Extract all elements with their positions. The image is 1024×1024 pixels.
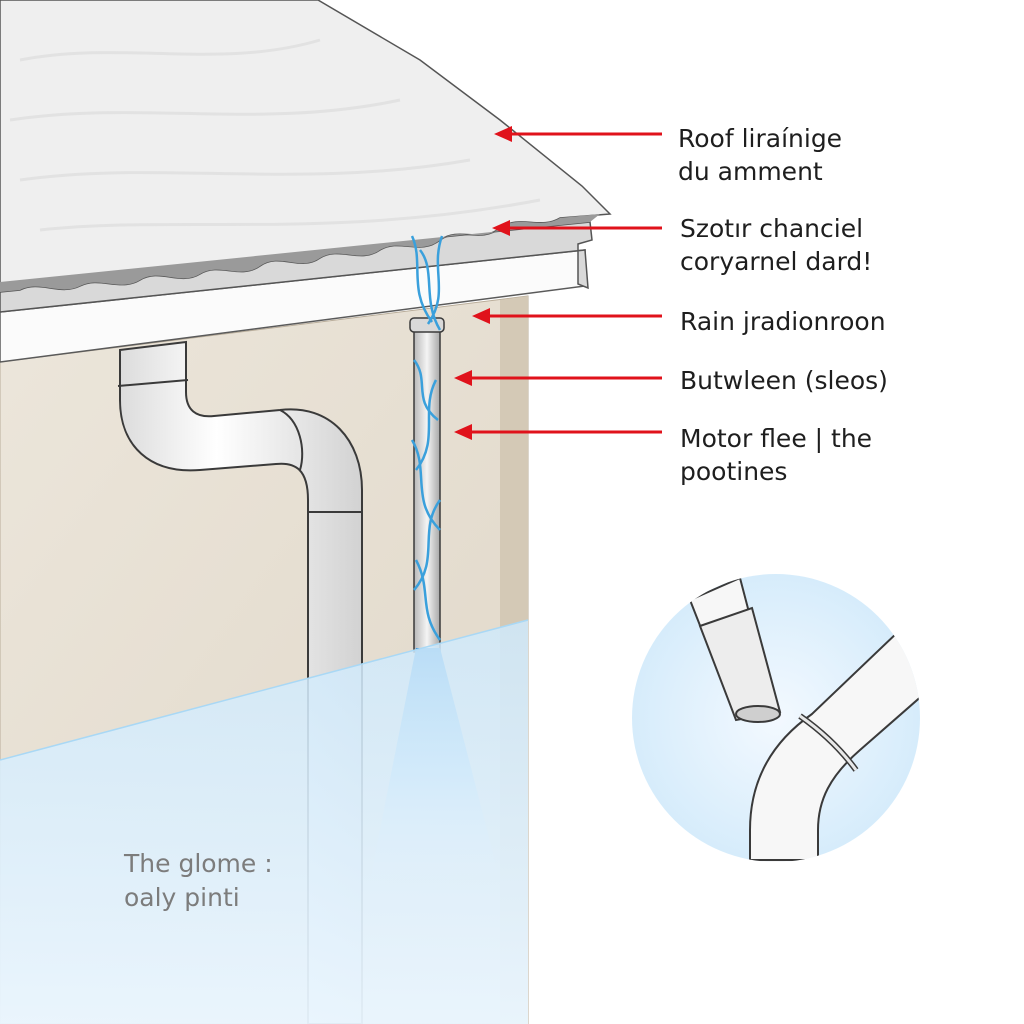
water-streams: [410, 235, 444, 641]
label-motor-line2: pootines: [680, 457, 788, 486]
label-between-line1: Butwleen (sleos): [680, 366, 888, 395]
arrow-between: [454, 370, 662, 386]
roof-texture: [9, 38, 541, 232]
label-between: Butwleen (sleos): [680, 364, 888, 397]
label-gutter: Szotır chanciel coryarnel dard!: [680, 212, 872, 278]
arrow-gutter: [492, 220, 662, 236]
arrow-roof: [494, 126, 662, 142]
label-roof: Roof liraínige du amment: [678, 122, 842, 188]
label-motor-line1: Motor flee | the: [680, 424, 873, 453]
pipe-joint-detail-icon: [632, 574, 920, 862]
label-roof-line1: Roof liraínige: [678, 124, 843, 153]
label-roof-line2: du amment: [678, 157, 823, 186]
label-rain-line1: Rain jradionroon: [680, 307, 886, 336]
flood-water: [0, 620, 528, 1024]
label-gutter-line1: Szotır chanciel: [680, 214, 864, 243]
callout-arrows: [454, 126, 662, 440]
arrow-motor: [454, 424, 662, 440]
label-motor: Motor flee | the pootines: [680, 422, 872, 488]
arrow-rain: [472, 308, 662, 324]
caption: The glome : oaly pinti: [124, 847, 273, 915]
caption-line2: oaly pinti: [124, 883, 240, 912]
label-gutter-line2: coryarnel dard!: [680, 247, 873, 276]
label-rain: Rain jradionroon: [680, 305, 886, 338]
roof-edge: [0, 214, 600, 292]
caption-line1: The glome :: [124, 849, 273, 878]
